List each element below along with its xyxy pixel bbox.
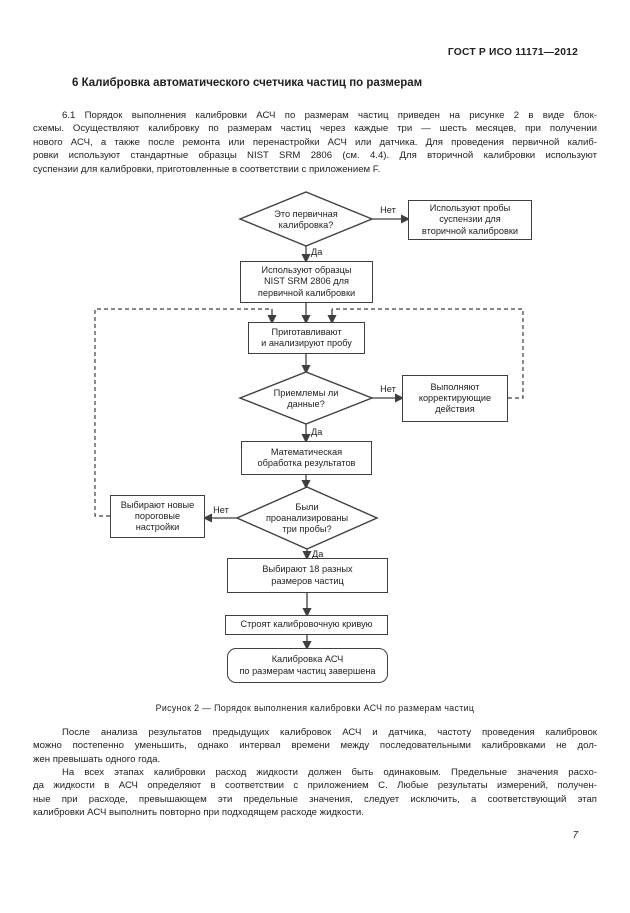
feedback-line-thresholds-to-prepare (94, 308, 272, 517)
page-number: 7 (572, 830, 578, 841)
document-code-header: ГОСТ Р ИСО 11171—2012 (447, 47, 578, 58)
text-line: да жидкости в АСЧ определяют в соответст… (33, 780, 597, 792)
node-build-curve: Строят калибровочную кривую (225, 615, 388, 635)
text-line: суспензии для калибровки, приготовленные… (33, 163, 381, 175)
label-yes-1: Да (311, 247, 323, 257)
feedback-line-corrective-to-prepare (332, 308, 524, 399)
solid-flow-arrows (202, 214, 411, 651)
paragraph-after-figure-2: На всех этапах калибровки расход жидкост… (33, 766, 597, 820)
paragraph-after-figure-1: После анализа результатов предыдущих кал… (33, 726, 597, 766)
node-math-processing: Математическая обработка результатов (241, 441, 372, 475)
label-yes-3: Да (312, 549, 324, 559)
flowchart-connectors (94, 191, 524, 651)
text-line: калибровки АСЧ выполнить повторно при по… (33, 807, 364, 819)
diamond-primary-calibration (238, 191, 374, 247)
label-no-3: Нет (213, 505, 229, 515)
text-line: можно постепенно уменьшить, однако интер… (33, 740, 597, 752)
node-new-thresholds: Выбирают новые пороговые настройки (110, 495, 205, 538)
text-line: После анализа результатов предыдущих кал… (62, 727, 597, 738)
text-line: ные при расходе, превышающем эти предель… (33, 793, 597, 805)
node-calibration-done: Калибровка АСЧ по размерам частиц заверш… (227, 648, 388, 683)
label-no-1: Нет (380, 205, 396, 215)
text-line: ровки используют стандартные образцы NIS… (33, 150, 597, 162)
node-secondary-samples: Используют пробы суспензии для вторичной… (408, 200, 532, 240)
node-prepare-sample: Приготавливают и анализируют пробу (248, 322, 365, 354)
text-line: 6.1 Порядок выполнения калибровки АСЧ по… (62, 110, 597, 121)
text-line: На всех этапах калибровки расход жидкост… (62, 767, 597, 778)
node-corrective-actions: Выполняют корректирующие действия (402, 375, 508, 422)
text-line: нового АСЧ, а также после ремонта или пе… (33, 136, 597, 148)
diamond-data-acceptable (238, 371, 374, 425)
label-no-2: Нет (380, 384, 396, 394)
figure-caption: Рисунок 2 — Порядок выполнения калибровк… (155, 703, 475, 713)
decision-data-ok-text: Приемлемы ли данные? (273, 387, 339, 409)
node-primary-samples: Используют образцы NIST SRM 2806 для пер… (240, 261, 373, 303)
paragraph-6-1: 6.1 Порядок выполнения калибровки АСЧ по… (33, 109, 597, 176)
node-pick-sizes: Выбирают 18 разных размеров частиц (227, 558, 388, 593)
decision-three-samples-text: Были проанализированы три пробы? (265, 501, 349, 535)
decision-diamonds (235, 191, 379, 550)
diamond-three-samples (235, 486, 379, 550)
label-yes-2: Да (311, 427, 323, 437)
decision-primary-calibration-text: Это первичная калибровка? (274, 208, 338, 230)
flowchart-figure-2: Это первичная калибровка? Приемлемы ли д… (0, 188, 630, 693)
section-title: 6 Калибровка автоматического счетчика ча… (72, 77, 423, 89)
text-line: жен превышать одного года. (33, 753, 161, 765)
dashed-feedback-lines (94, 308, 524, 517)
text-line: схемы. Осуществляют калибровку по размер… (33, 123, 597, 135)
